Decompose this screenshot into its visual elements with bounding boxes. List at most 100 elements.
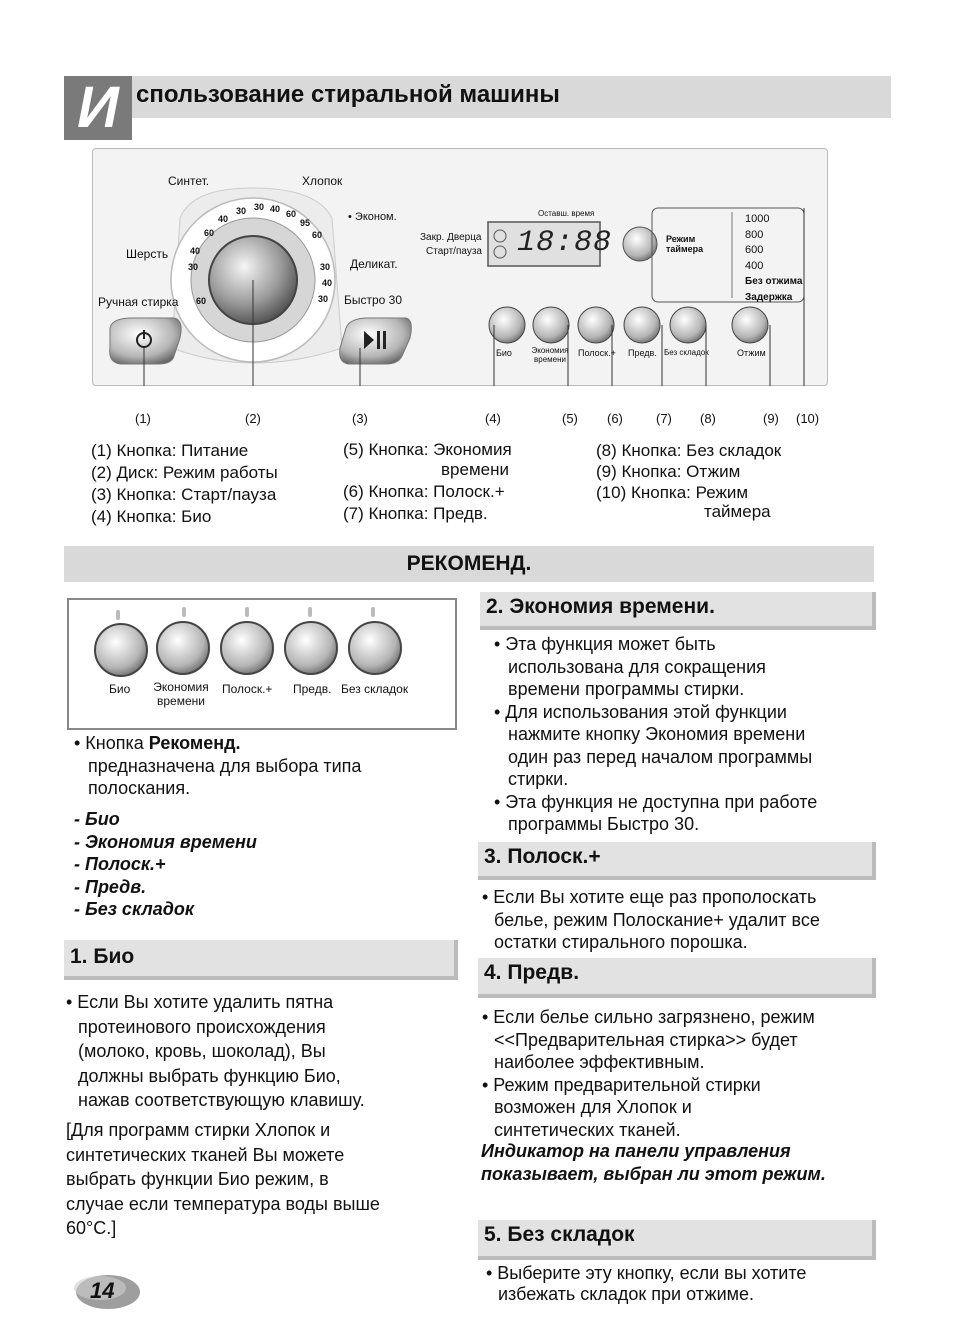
dial-number: 30 [318,294,329,304]
label-synthetic: Синтет. [168,174,210,188]
rinse-buttons-illustration: Био Экономия времени Полоск.+ Предв. Без… [67,598,457,730]
dial-number: 40 [270,204,281,214]
dial-number: 60 [204,228,215,238]
label-quick30: Быстро 30 [344,293,403,307]
text-line: наиболее эффективным. [494,1052,705,1072]
label-delicate: Деликат. [350,257,398,271]
list-item: - Полоск.+ [74,854,166,874]
caption-item: (7) Кнопка: Предв. [343,504,488,523]
callout-5: (5) [562,411,578,426]
text-line: • Если Вы хотите еще раз прополоскать [482,887,817,907]
caption-item: (3) Кнопка: Старт/пауза [91,485,277,504]
caption-item: (10) Кнопка: Режим [596,483,749,502]
text-line: нажмите кнопку Экономия времени [508,724,806,744]
panel-label-time-save: Экономия времени [531,346,569,364]
panel-label-bio: Био [496,348,512,358]
spin-value: Задержка [745,291,793,303]
callout-4: (4) [485,411,501,426]
dial-number: 60 [286,209,297,219]
text-line: синтетических тканей Вы можете [66,1144,345,1165]
control-panel-drawing [109,187,805,386]
caption-item: (6) Кнопка: Полоск.+ [343,482,505,501]
label-wool: Шерсть [126,247,169,261]
caption-column-1: (1) Кнопка: Питание (2) Диск: Режим рабо… [91,440,278,528]
spin-value: Без отжима [745,276,803,287]
header-initial-letter: И [64,76,132,140]
text-line: Индикатор на панели управления [481,1141,791,1161]
dial-number: 60 [312,230,323,240]
rinse-plus-text: • Если Вы хотите еще раз прополоскать бе… [482,886,820,954]
list-item: - Био [74,809,120,829]
text-line: нажав соответствующую клавишу. [78,1090,365,1110]
caption-column-2: (5) Кнопка: Экономия времени (6) Кнопка:… [343,440,512,524]
intro-prefix: • Кнопка [74,733,149,753]
text-line: стирки. [508,769,569,789]
label-remaining-time: Оставш. время [538,209,595,218]
text-line: • Режим предварительной стирки [482,1074,761,1095]
panel-label-spin: Отжим [737,348,766,358]
dial-number: 40 [218,214,229,224]
text-line: <<Предварительная стирка>> будет [494,1029,798,1050]
rinse-options-list: - Био - Экономия времени - Полоск.+ - Пр… [74,808,257,921]
text-line: • Эта функция не доступна при работе [494,791,818,812]
dial-number: 30 [320,262,331,272]
spin-value: 600 [745,244,764,256]
caption-column-3: (8) Кнопка: Без складок (9) Кнопка: Отжи… [596,440,781,520]
bio-text: • Если Вы хотите удалить пятна протеинов… [66,990,365,1113]
list-item: - Предв. [74,876,147,897]
text-line: 60°C.] [66,1218,117,1238]
page-number-badge [74,1275,140,1309]
time-save-text: • Эта функция может быть использована дл… [494,633,817,836]
text-line: (молоко, кровь, шоколад), Вы [78,1041,326,1061]
list-item: - Экономия времени [74,831,257,852]
heading-crease-care: 5. Без складок [478,1220,876,1260]
list-item: - Без складок [74,899,194,919]
rinse-buttons-drawing [94,607,402,677]
small-label-time-save: Экономия времени [153,680,209,708]
text-line: синтетических тканей. [494,1119,681,1140]
spin-value: 400 [745,259,764,272]
small-label-crease-care: Без складок [341,682,409,696]
header-bar [64,76,891,118]
page-title: спользование стиральной машины [136,81,560,108]
text-line: программы Быстро 30. [508,814,700,834]
heading-prewash: 4. Предв. [478,958,876,998]
dial-number: 30 [188,262,199,272]
text-line: белье, режим Полоскание+ удалит все [494,909,820,930]
spin-values-list: 1000 800 600 400 Без отжима Задержка [745,212,802,305]
text-line: [Для программ стирки Хлопок и [66,1120,331,1140]
dial-number: 30 [236,206,247,216]
caption-item: (4) Кнопка: Био [91,507,212,526]
callout-7: (7) [656,411,672,426]
text-line: показывает, выбран ли этот режим. [481,1163,826,1184]
text-line: • Если белье сильно загрязнено, режим [482,1007,815,1027]
text-line: • Выберите эту кнопку, если вы хотите [486,1263,807,1283]
heading-time-save: 2. Экономия времени. [480,592,876,630]
bio-note: [Для программ стирки Хлопок и синтетичес… [66,1118,380,1241]
heading-rinse-plus: 3. Полоск.+ [478,842,876,880]
spin-value: 1000 [745,213,770,225]
dial-number: 40 [322,278,333,288]
dial-number: 30 [254,202,265,212]
page-number: 14 [90,1278,115,1303]
caption-item: времени [441,460,509,479]
spin-value: 800 [745,228,764,241]
callout-10: (10) [796,411,820,426]
small-label-bio: Био [109,682,131,696]
label-start-pause: Старт/пауза [426,246,482,257]
prewash-indicator-note: Индикатор на панели управления показывае… [481,1140,826,1185]
caption-item: (5) Кнопка: Экономия [343,440,512,459]
small-label-prewash: Предв. [293,682,332,696]
text-line: • Для использования этой функции [494,701,787,722]
intro-line: полоскания. [88,778,191,798]
panel-button-row [488,306,769,344]
text-line: случае если температура воды выше [66,1193,380,1214]
dial-number: 60 [196,296,207,306]
callout-2: (2) [245,411,261,426]
label-door-lock: Закр. Дверца [420,232,482,243]
caption-item: (8) Кнопка: Без складок [596,441,782,460]
caption-item: (9) Кнопка: Отжим [596,462,741,481]
text-line: протеинового происхождения [78,1016,326,1037]
panel-label-rinse: Полоск.+ [578,348,616,358]
text-line: выбрать функции Био режим, в [66,1169,329,1189]
